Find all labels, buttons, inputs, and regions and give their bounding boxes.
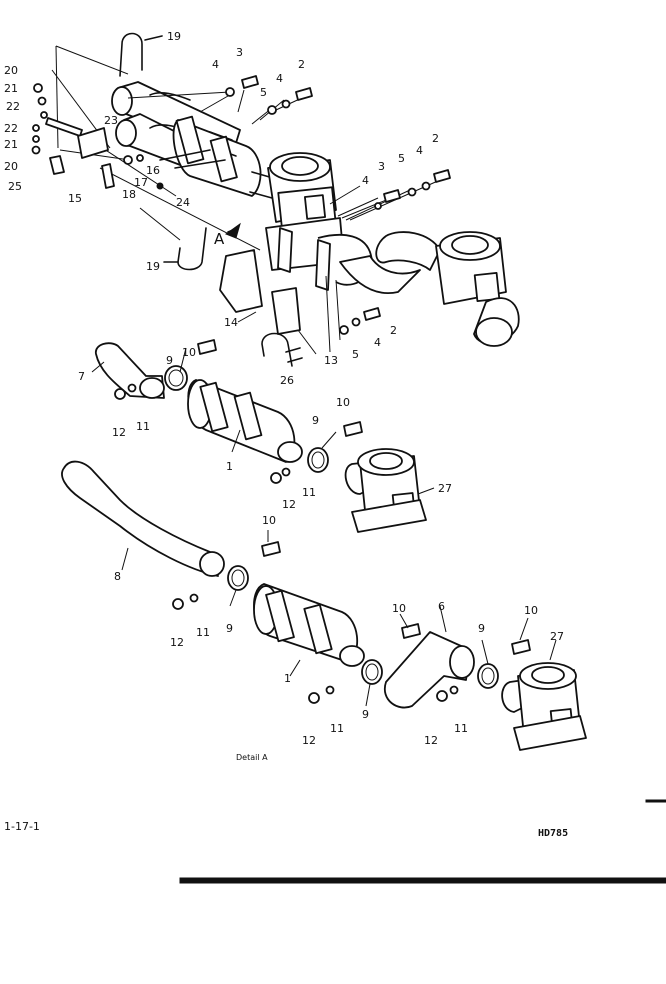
callout-11-lower-left: 11 xyxy=(196,626,210,639)
lower-clamp-9b xyxy=(361,659,383,685)
detail-view-letter: A xyxy=(214,230,225,248)
callout-9-lower-left: 9 xyxy=(226,622,233,635)
callout-10-lower-right: 10 xyxy=(524,604,538,617)
callout-10-mid-left: 10 xyxy=(182,346,196,359)
callout-2-top: 2 xyxy=(298,58,305,71)
callout-11-lower-right: 11 xyxy=(454,722,468,735)
callout-3-top: 3 xyxy=(236,46,243,59)
lower-elbow-pipe-6 xyxy=(383,631,475,709)
middle-inlet-pipe-7 xyxy=(95,342,165,399)
callout-labels: 19 20 21 22 22 21 20 25 15 23 16 17 18 2… xyxy=(4,30,568,839)
middle-muffler-1 xyxy=(187,379,303,463)
callout-4-right-upper: 4 xyxy=(416,144,423,157)
border-lines xyxy=(179,799,666,884)
callout-8: 8 xyxy=(114,570,121,583)
middle-fasteners xyxy=(91,339,435,495)
callout-12-lower-left: 12 xyxy=(170,636,184,649)
callout-4-right-lower: 4 xyxy=(362,174,369,187)
callout-20-top: 20 xyxy=(4,64,18,77)
callout-10-lower-left: 10 xyxy=(262,514,276,527)
middle-clamp-9b xyxy=(307,447,329,473)
callout-18: 18 xyxy=(122,188,136,201)
callout-9-lower-right: 9 xyxy=(478,622,485,635)
callout-14: 14 xyxy=(224,316,238,329)
callout-20-b: 20 xyxy=(4,160,18,173)
middle-clamp-9 xyxy=(164,365,188,391)
callout-2-mid: 2 xyxy=(390,324,397,337)
lower-fasteners xyxy=(121,530,557,707)
callout-4-top-left: 4 xyxy=(212,58,219,71)
callout-21-top: 21 xyxy=(4,82,18,95)
callout-13: 13 xyxy=(324,354,338,367)
callout-11-lower-mid: 11 xyxy=(330,722,344,735)
lower-clamp-9c xyxy=(477,663,499,689)
callout-21-b: 21 xyxy=(4,138,18,151)
callout-27-lower: 27 xyxy=(550,630,564,643)
upper-muffler xyxy=(172,115,281,199)
callout-6: 6 xyxy=(438,600,445,613)
lower-turbo-27 xyxy=(501,662,587,751)
callout-5-top: 5 xyxy=(260,86,267,99)
callout-3-right: 3 xyxy=(378,160,385,173)
callout-22-top: 22 xyxy=(6,100,20,113)
callout-11-mid-left: 11 xyxy=(136,420,150,433)
callout-9-mid-left: 9 xyxy=(166,354,173,367)
detail-caption: Detail A xyxy=(236,753,268,762)
callout-22-b: 22 xyxy=(4,122,18,135)
upper-fasteners xyxy=(31,75,451,335)
callout-26: 26 xyxy=(280,374,294,387)
callout-2-right: 2 xyxy=(432,132,439,145)
u-bolt-26 xyxy=(261,332,303,367)
callout-19-top: 19 xyxy=(167,30,181,43)
callout-4-mid: 4 xyxy=(374,336,381,349)
callout-1-lower: 1 xyxy=(284,672,291,685)
callout-17: 17 xyxy=(134,176,148,189)
callout-10-mid-right: 10 xyxy=(336,396,350,409)
drawing-code: HD785 xyxy=(538,828,568,839)
callout-12-lower-right: 12 xyxy=(424,734,438,747)
lower-long-pipe-8 xyxy=(61,460,225,577)
u-bolt-lower xyxy=(163,227,207,271)
callout-16: 16 xyxy=(146,164,160,177)
callout-9-lower-mid: 9 xyxy=(362,708,369,721)
callout-4-top-mid: 4 xyxy=(276,72,283,85)
callout-9-mid-right: 9 xyxy=(312,414,319,427)
callout-23: 23 xyxy=(104,114,118,127)
callout-27-mid: 27 xyxy=(438,482,452,495)
page-reference: 1-17-1 xyxy=(4,820,40,833)
callout-11-mid-right: 11 xyxy=(302,486,316,499)
callout-5-mid: 5 xyxy=(352,348,359,361)
callout-19-bottom: 19 xyxy=(146,260,160,273)
callout-7: 7 xyxy=(78,370,85,383)
callout-25: 25 xyxy=(8,180,22,193)
middle-turbo-27 xyxy=(344,448,427,533)
callout-5-right: 5 xyxy=(398,152,405,165)
callout-24: 24 xyxy=(176,196,190,209)
callout-12-mid-right: 12 xyxy=(282,498,296,511)
callout-10-lower-mid: 10 xyxy=(392,602,406,615)
lower-muffler-1 xyxy=(253,583,365,667)
callout-12-mid-left: 12 xyxy=(112,426,126,439)
upper-turbo-housing-right xyxy=(339,231,520,347)
upper-brackets xyxy=(159,149,331,335)
lower-clamp-9 xyxy=(227,565,249,591)
callout-1-mid: 1 xyxy=(226,460,233,473)
callout-12-lower-mid: 12 xyxy=(302,734,316,747)
detail-a-arrow xyxy=(224,222,241,239)
callout-15: 15 xyxy=(68,192,82,205)
u-bolt-upper xyxy=(119,32,163,77)
